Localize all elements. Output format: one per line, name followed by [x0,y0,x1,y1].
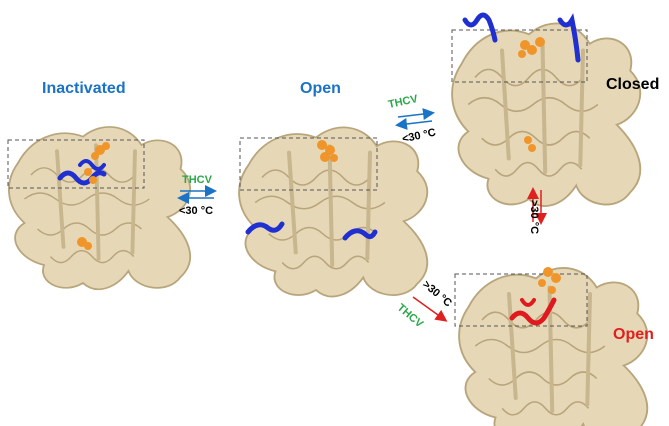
blue-domain [57,170,107,186]
ligand-cluster [317,140,338,162]
structure-open-bottom [454,267,647,426]
red-domain [509,297,557,326]
pore-box [7,139,145,189]
arrow-diagonal [412,296,448,322]
vertical-temp-label: >30 °C [528,200,540,235]
label-open-top: Open [300,80,341,97]
left-temp-label: <30 °C [179,205,214,217]
arrow-left-pair [177,185,217,204]
arrow-top-pair [395,108,435,130]
pore-box [239,137,378,191]
label-closed: Closed [606,76,660,93]
ligand-cluster [518,37,545,152]
structure-inactivated [6,124,193,292]
label-open-bottom: Open [613,326,654,343]
label-inactivated: Inactivated [42,80,126,97]
ligand-cluster [538,267,561,294]
pore-box [451,29,588,83]
ligand-cluster [77,142,110,250]
arrow-vertical-pair [527,187,547,225]
structure-closed [451,12,640,206]
blue-domain [245,221,285,235]
pore-box [454,273,588,327]
left-ligand-label: THCV [182,174,212,186]
structure-open-top [239,127,427,296]
blue-domain [462,12,498,43]
